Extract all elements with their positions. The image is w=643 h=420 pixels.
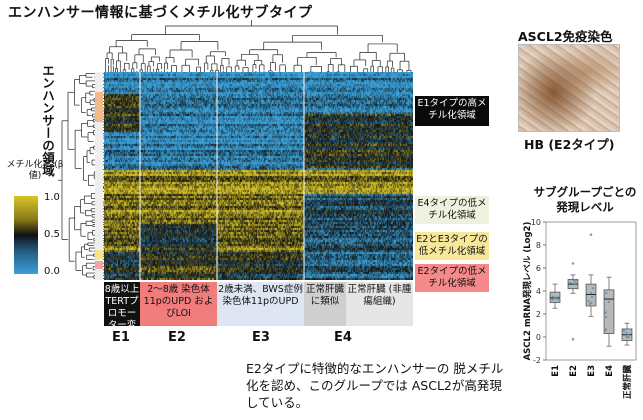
box-1-point-0 bbox=[569, 281, 572, 285]
group-e4-description-b: 正常肝臓 (非腫瘍組織) bbox=[346, 282, 413, 326]
x-tick-label-1: E2 bbox=[569, 365, 579, 377]
box-3-point-2 bbox=[604, 311, 607, 314]
box-2-point-1 bbox=[590, 301, 593, 304]
group-e4-description-a: 正常肝臓に類似 bbox=[304, 282, 346, 326]
box-4-point-2 bbox=[622, 329, 626, 332]
heatmap-group-dividers bbox=[139, 72, 305, 280]
row-annotation-e1-high bbox=[95, 92, 103, 122]
conclusion-note: E2タイプに特徴的なエンハンサーの 脱メチル化を認め、このグループでは ASCL… bbox=[246, 361, 504, 410]
y-tick-label-2: 2 bbox=[536, 310, 541, 319]
y-tick-label-4: 6 bbox=[536, 264, 541, 273]
row-annotation-e2-low bbox=[95, 261, 103, 269]
box-3-point-1 bbox=[607, 300, 610, 303]
group-e1-label: E1 bbox=[112, 330, 130, 345]
methylation-heatmap bbox=[104, 72, 413, 280]
callout-e2-low: E2タイプの低メチル化領域 bbox=[415, 264, 489, 292]
x-tick-label-4: 正常肝臓 bbox=[622, 365, 633, 400]
group-e1-description: 8歳以上 TERTプロモーター変異 bbox=[104, 282, 140, 343]
colorbar-tick-high: 1.0 bbox=[44, 192, 60, 203]
y-tick-label-1: 0 bbox=[536, 333, 541, 342]
colorbar-tick-mid: 0.5 bbox=[44, 229, 60, 240]
box-4-point-5 bbox=[627, 335, 630, 339]
group-e4-desc-b-text: 正常肝臓 (非腫瘍組織) bbox=[347, 284, 412, 307]
group-e2-description: 2～8歳 染色体11pのUPD およびLOI bbox=[140, 282, 217, 326]
y-axis-label: ASCL2 mRNA発現レベル (Log2) bbox=[522, 221, 533, 360]
figure-title: エンハンサー情報に基づくメチル化サブタイプ bbox=[8, 5, 313, 21]
row-annotation-e2e3-low bbox=[95, 250, 103, 259]
box-2 bbox=[585, 283, 597, 307]
ascl2-staining-image bbox=[518, 44, 620, 132]
callout-e4-low: E4タイプの低メチル化領域 bbox=[415, 196, 489, 224]
box-1-point-4 bbox=[573, 282, 576, 285]
colorbar-tick-low: 0.0 bbox=[44, 266, 60, 277]
group-e1-desc-text: 8歳以上 TERTプロモーター変異 bbox=[104, 284, 140, 343]
enhancer-region-label: エンハンサーの領域 bbox=[40, 64, 55, 177]
box-2-point-2 bbox=[588, 302, 592, 305]
box-0 bbox=[549, 291, 561, 303]
callout-e1-high: E1タイプの高メチル化領域 bbox=[415, 96, 489, 126]
callout-e2e3-low-text: E2とE3タイプの低メチル化領域 bbox=[416, 234, 488, 257]
boxplot-title: サブグループごとの発現レベル bbox=[533, 185, 637, 214]
box-3-point-5 bbox=[605, 291, 608, 295]
box-1-point-1 bbox=[572, 279, 575, 282]
y-tick-label-3: 4 bbox=[536, 287, 541, 296]
box-1-outlier-1 bbox=[571, 338, 575, 341]
box-2-point-5 bbox=[591, 295, 594, 299]
group-e3-desc-text: 2歳未満、BWS症例 染色体11pのUPD bbox=[218, 284, 303, 307]
box-1-point-5 bbox=[574, 280, 577, 283]
callout-e4-low-text: E4タイプの低メチル化領域 bbox=[417, 198, 487, 221]
y-tick-label-5: 8 bbox=[536, 241, 541, 250]
box-2-outlier-0 bbox=[589, 233, 593, 236]
box-3-point-4 bbox=[604, 329, 607, 332]
group-e4-desc-a-text: 正常肝臓に類似 bbox=[305, 284, 344, 307]
box-3 bbox=[603, 289, 615, 334]
box-0-point-2 bbox=[553, 297, 556, 300]
box-1-outlier-0 bbox=[571, 262, 575, 265]
x-tick-label-2: E3 bbox=[587, 365, 597, 377]
callout-e2e3-low: E2とE3タイプの低メチル化領域 bbox=[415, 232, 489, 260]
box-4-point-4 bbox=[625, 331, 628, 334]
group-e3-label: E3 bbox=[252, 330, 270, 345]
box-0-point-0 bbox=[551, 295, 555, 298]
row-annotation-strip bbox=[95, 72, 103, 280]
column-dendrogram bbox=[105, 20, 412, 72]
x-tick-label-3: E4 bbox=[605, 365, 615, 377]
colorbar bbox=[14, 196, 38, 274]
box-4-point-0 bbox=[624, 334, 628, 337]
staining-title: ASCL2免疫染色 bbox=[518, 29, 613, 44]
group-e4-label: E4 bbox=[334, 330, 352, 345]
box-0-point-5 bbox=[556, 296, 559, 299]
box-4-point-3 bbox=[627, 333, 630, 336]
box-2-point-4 bbox=[591, 286, 594, 290]
group-e2-desc-text: 2～8歳 染色体11pのUPD およびLOI bbox=[143, 284, 214, 319]
y-tick-label-6: 10 bbox=[531, 218, 541, 227]
box-2-point-3 bbox=[590, 291, 593, 295]
box-0-point-3 bbox=[551, 298, 554, 301]
box-3-point-0 bbox=[605, 315, 608, 319]
callout-e2-low-text: E2タイプの低メチル化領域 bbox=[417, 266, 487, 289]
box-2-point-0 bbox=[587, 299, 590, 303]
group-e2-label: E2 bbox=[168, 330, 186, 345]
y-tick-label-0: -2 bbox=[533, 356, 541, 365]
staining-caption: HB (E2タイプ) bbox=[524, 137, 615, 152]
callout-e1-high-text: E1タイプの高メチル化領域 bbox=[417, 98, 487, 121]
x-tick-label-0: E1 bbox=[551, 365, 561, 377]
colorbar-title: メチル化率 (β値) bbox=[6, 160, 64, 181]
group-e3-description: 2歳未満、BWS症例 染色体11pのUPD bbox=[217, 282, 304, 326]
